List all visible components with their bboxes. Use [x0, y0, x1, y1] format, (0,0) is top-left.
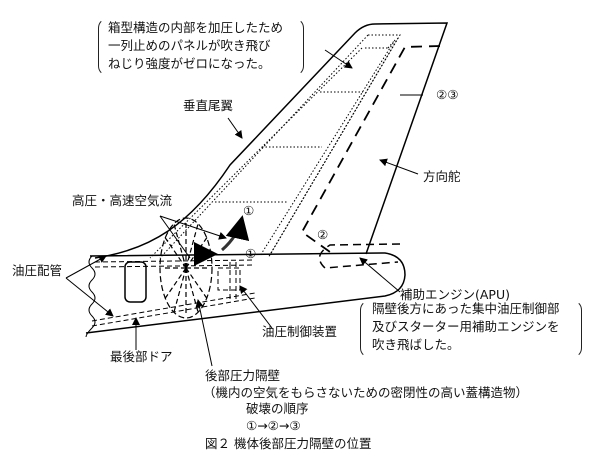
- callout-right-line: 吹き飛ばした。: [372, 337, 460, 352]
- fuselage-break: [85, 255, 96, 338]
- label-bulkhead-note: （機内の空気をもらさないための密閉性の高い蓋構造物）: [203, 385, 529, 400]
- vertical-fin-outline: [94, 22, 449, 259]
- apu-shape: [318, 243, 401, 269]
- pressure-bulkhead-shape: [159, 217, 213, 319]
- callout-top-line: ねじり強度がゼロになった。: [108, 56, 271, 71]
- box-structure: [149, 34, 401, 259]
- callout-right-line: 隔壁後方にあった集中油圧制御部: [372, 301, 560, 316]
- fuselage-outline: [85, 252, 406, 334]
- label-marker-1: ①: [243, 203, 255, 218]
- label-rear-door: 最後部ドア: [110, 349, 173, 364]
- callout-top-frame: [98, 18, 304, 76]
- callout-top-line: 一列止めのパネルが吹き飛び: [108, 38, 271, 53]
- callout-right-frame: [360, 300, 582, 358]
- label-rudder: 方向舵: [423, 169, 461, 184]
- rudder-outline: [300, 45, 441, 253]
- label-hydraulic-control: 油圧制御装置: [262, 324, 338, 339]
- label-hydraulic-pipes: 油圧配管: [12, 263, 63, 278]
- figure-caption: 図２ 機体後部圧力隔壁の位置: [205, 436, 372, 451]
- label-marker-2: ②: [317, 227, 329, 242]
- label-marker-1: ①: [245, 246, 257, 261]
- label-airflow: 高圧・高速空気流: [72, 193, 173, 208]
- label-bulkhead: 後部圧力隔壁: [205, 368, 281, 383]
- label-marker-23: ②③: [436, 87, 459, 102]
- sequence: ①→②→③: [246, 418, 301, 433]
- label-apu: 補助エンジン(APU): [400, 287, 510, 302]
- callout-right-line: 及びスターター用補助エンジンを: [372, 319, 560, 334]
- rear-door-shape: [124, 261, 147, 303]
- sequence-title: 破壊の順序: [246, 401, 309, 416]
- label-vertical-fin: 垂直尾翼: [183, 98, 234, 113]
- callout-top-line: 箱型構造の内部を加圧したため: [108, 20, 284, 35]
